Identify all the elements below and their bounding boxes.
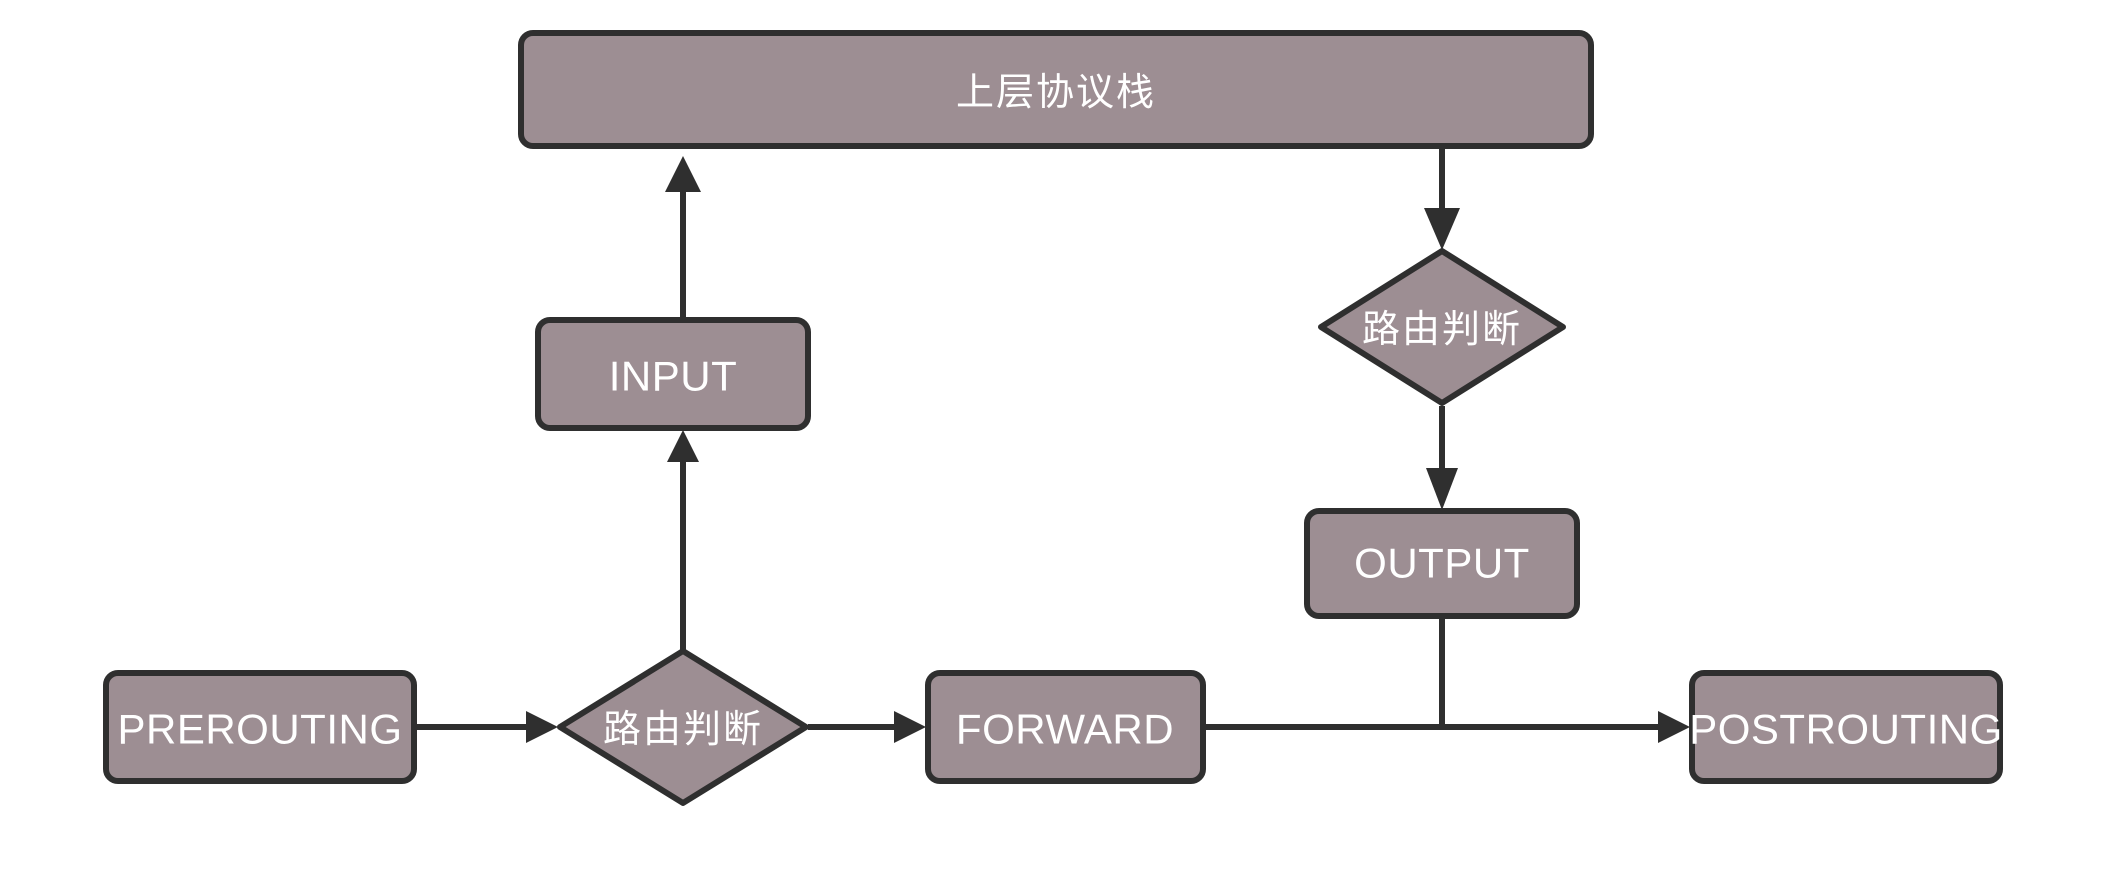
node-label-forward: FORWARD [956,706,1174,753]
arrow-head-icon [1658,711,1690,743]
node-background [925,670,1206,784]
node-background [103,670,417,784]
node-label-routing-decision-top: 路由判断 [1362,307,1522,351]
node-label-input: INPUT [609,353,738,400]
arrow-head-icon [667,430,699,462]
arrow-head-icon [1424,208,1460,250]
node-input[interactable]: INPUT [535,317,811,431]
edge-prerouting-to-routing-decision [416,711,558,743]
node-routing-decision-bottom[interactable]: 路由判断 [557,648,809,806]
edge-routing-decision-to-forward [808,711,926,743]
node-background [518,30,1594,149]
arrow-head-icon [894,711,926,743]
node-postrouting[interactable]: POSTROUTING [1689,670,2003,784]
node-label-routing-decision-bottom: 路由判断 [603,707,763,751]
node-background [557,648,809,806]
node-routing-decision-top[interactable]: 路由判断 [1318,248,1566,406]
node-label-output: OUTPUT [1354,540,1530,587]
node-prerouting[interactable]: PREROUTING [103,670,417,784]
node-background [1318,248,1566,406]
edge-routing-decision-to-input [667,430,699,652]
arrow-head-icon [526,711,558,743]
node-background [1689,670,2003,784]
edge-routing-decision-to-output [1426,406,1458,510]
arrow-head-icon [665,156,701,192]
node-forward[interactable]: FORWARD [925,670,1206,784]
node-background [1304,508,1580,619]
arrow-head-icon [1426,468,1458,510]
node-label-upper-protocol-stack: 上层协议栈 [956,70,1156,114]
edge-input-to-upper-stack [665,156,701,318]
edge-forward-to-postrouting [1203,711,1690,743]
node-label-prerouting: PREROUTING [117,706,402,753]
edge-upper-stack-to-routing-decision [1424,146,1460,250]
node-background [535,317,811,431]
node-output[interactable]: OUTPUT [1304,508,1580,619]
node-upper-protocol-stack[interactable]: 上层协议栈 [518,30,1594,149]
node-label-postrouting: POSTROUTING [1689,706,2003,753]
